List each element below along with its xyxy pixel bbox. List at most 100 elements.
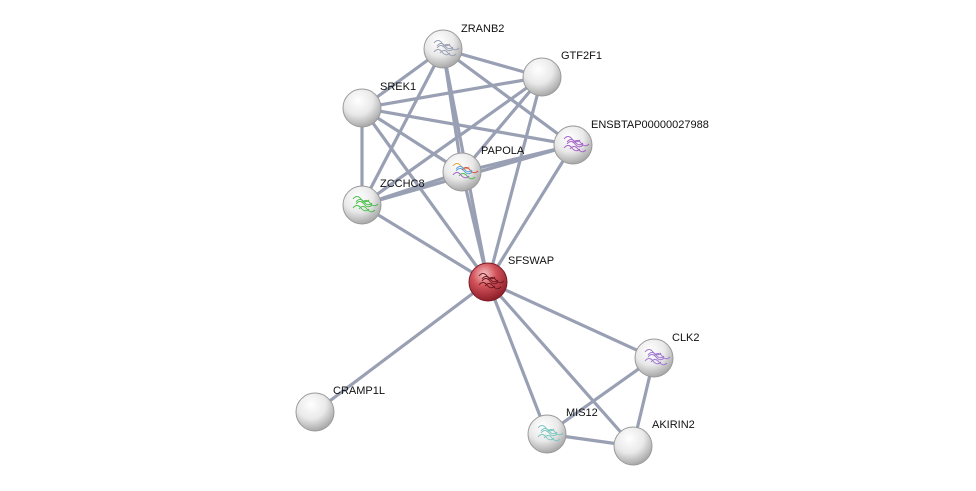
- protein-node[interactable]: [553, 125, 593, 165]
- structure-stroke: [458, 173, 476, 180]
- structure-stroke: [358, 206, 376, 213]
- protein-node[interactable]: [527, 414, 567, 454]
- node-label: ZCCHC8: [380, 178, 425, 190]
- node-label: PAPOLA: [481, 145, 525, 157]
- structure-stroke: [647, 352, 665, 359]
- node-label: SREK1: [380, 81, 416, 93]
- edge-sfswap-clk2: [487, 281, 655, 359]
- structure-stroke: [452, 163, 470, 170]
- structure-stroke: [436, 45, 454, 52]
- structure-stroke: [442, 44, 460, 51]
- structure-stroke: [647, 354, 665, 361]
- structure-stroke: [481, 276, 499, 283]
- node-akirin2[interactable]: AKIRIN2: [613, 419, 695, 466]
- structure-stroke: [537, 434, 555, 441]
- structure-stroke: [546, 429, 564, 436]
- node-sfswap[interactable]: SFSWAP: [468, 255, 554, 302]
- protein-node[interactable]: [342, 185, 382, 225]
- edge-srek1-ensbtap: [361, 107, 574, 146]
- structure-stroke: [484, 283, 502, 290]
- structure-stroke: [537, 425, 555, 432]
- structure-stroke: [433, 49, 451, 56]
- structure-stroke: [572, 140, 590, 147]
- structure-stroke: [436, 43, 454, 50]
- structure-stroke: [566, 141, 584, 148]
- structure-stroke: [644, 358, 662, 365]
- structure-stroke: [650, 359, 668, 366]
- protein-structure-icon: [563, 136, 590, 153]
- edge-sfswap-akirin2: [487, 281, 634, 447]
- node-zcchc8[interactable]: ZCCHC8: [342, 178, 425, 225]
- structure-stroke: [361, 200, 379, 207]
- node-layer: SFSWAP ZRANB2GTF2F1SREK1ENSBTAP0000002798…: [295, 23, 709, 466]
- structure-stroke: [352, 196, 370, 203]
- structure-stroke: [461, 167, 479, 174]
- protein-node[interactable]: [522, 57, 562, 97]
- node-label: MIS12: [566, 407, 598, 419]
- query-protein-node[interactable]: [468, 262, 508, 302]
- node-clk2[interactable]: CLK2: [634, 332, 700, 378]
- structure-stroke: [439, 50, 457, 57]
- node-zranb2[interactable]: ZRANB2: [423, 23, 504, 69]
- node-label: ENSBTAP00000027988: [591, 119, 709, 131]
- structure-stroke: [653, 353, 671, 360]
- edge-sfswap-cramp1l: [314, 281, 489, 413]
- edge-sfswap-ensbtap: [487, 144, 574, 283]
- node-ensbtap[interactable]: ENSBTAP00000027988: [553, 119, 709, 165]
- node-label: CRAMP1L: [333, 385, 385, 397]
- structure-stroke: [478, 273, 496, 280]
- protein-structure-icon: [644, 349, 671, 366]
- structure-stroke: [644, 349, 662, 356]
- structure-stroke: [355, 199, 373, 206]
- structure-stroke: [566, 139, 584, 146]
- node-gtf2f1[interactable]: GTF2F1: [522, 50, 602, 97]
- protein-node[interactable]: [423, 29, 463, 69]
- edge-sfswap-zcchc8: [361, 204, 489, 283]
- node-label: GTF2F1: [561, 50, 602, 62]
- protein-structure-icon: [537, 425, 564, 442]
- structure-stroke: [543, 435, 561, 442]
- node-label: ZRANB2: [461, 23, 504, 35]
- protein-node[interactable]: [442, 152, 482, 192]
- protein-structure-icon: [352, 196, 379, 213]
- edge-srek1-papola: [361, 107, 463, 173]
- protein-structure-icon: [452, 163, 479, 180]
- structure-stroke: [433, 40, 451, 47]
- structure-stroke: [478, 282, 496, 289]
- edge-sfswap-gtf2f1: [487, 76, 543, 283]
- node-srek1[interactable]: SREK1: [342, 81, 416, 128]
- node-label: SFSWAP: [508, 255, 554, 267]
- edge-zranb2-papola: [442, 48, 463, 173]
- node-label: AKIRIN2: [652, 419, 695, 431]
- structure-stroke: [355, 201, 373, 208]
- edge-clk2-mis12: [546, 357, 655, 435]
- protein-node[interactable]: [634, 338, 674, 378]
- structure-stroke: [563, 136, 581, 143]
- structure-stroke: [481, 278, 499, 285]
- protein-node[interactable]: [613, 426, 653, 466]
- node-papola[interactable]: PAPOLA: [442, 145, 525, 192]
- structure-stroke: [569, 146, 587, 153]
- node-mis12[interactable]: MIS12: [527, 407, 598, 454]
- protein-structure-icon: [433, 40, 460, 57]
- protein-node[interactable]: [342, 88, 382, 128]
- structure-stroke: [540, 428, 558, 435]
- edge-zranb2-ensbtap: [442, 48, 574, 146]
- edge-sfswap-mis12: [487, 281, 548, 435]
- structure-stroke: [487, 277, 505, 284]
- structure-stroke: [455, 168, 473, 175]
- edge-gtf2f1-papola: [461, 76, 543, 173]
- edge-sfswap-srek1: [361, 107, 489, 283]
- structure-stroke: [452, 172, 470, 179]
- node-label: CLK2: [672, 332, 700, 344]
- edge-gtf2f1-zcchc8: [361, 76, 543, 206]
- edge-zranb2-zcchc8: [361, 48, 444, 206]
- structure-stroke: [352, 205, 370, 212]
- node-cramp1l[interactable]: CRAMP1L: [295, 385, 385, 432]
- protein-structure-icon: [478, 273, 505, 290]
- edge-gtf2f1-srek1: [361, 76, 543, 109]
- protein-node[interactable]: [295, 392, 335, 432]
- structure-stroke: [455, 166, 473, 173]
- structure-stroke: [540, 430, 558, 437]
